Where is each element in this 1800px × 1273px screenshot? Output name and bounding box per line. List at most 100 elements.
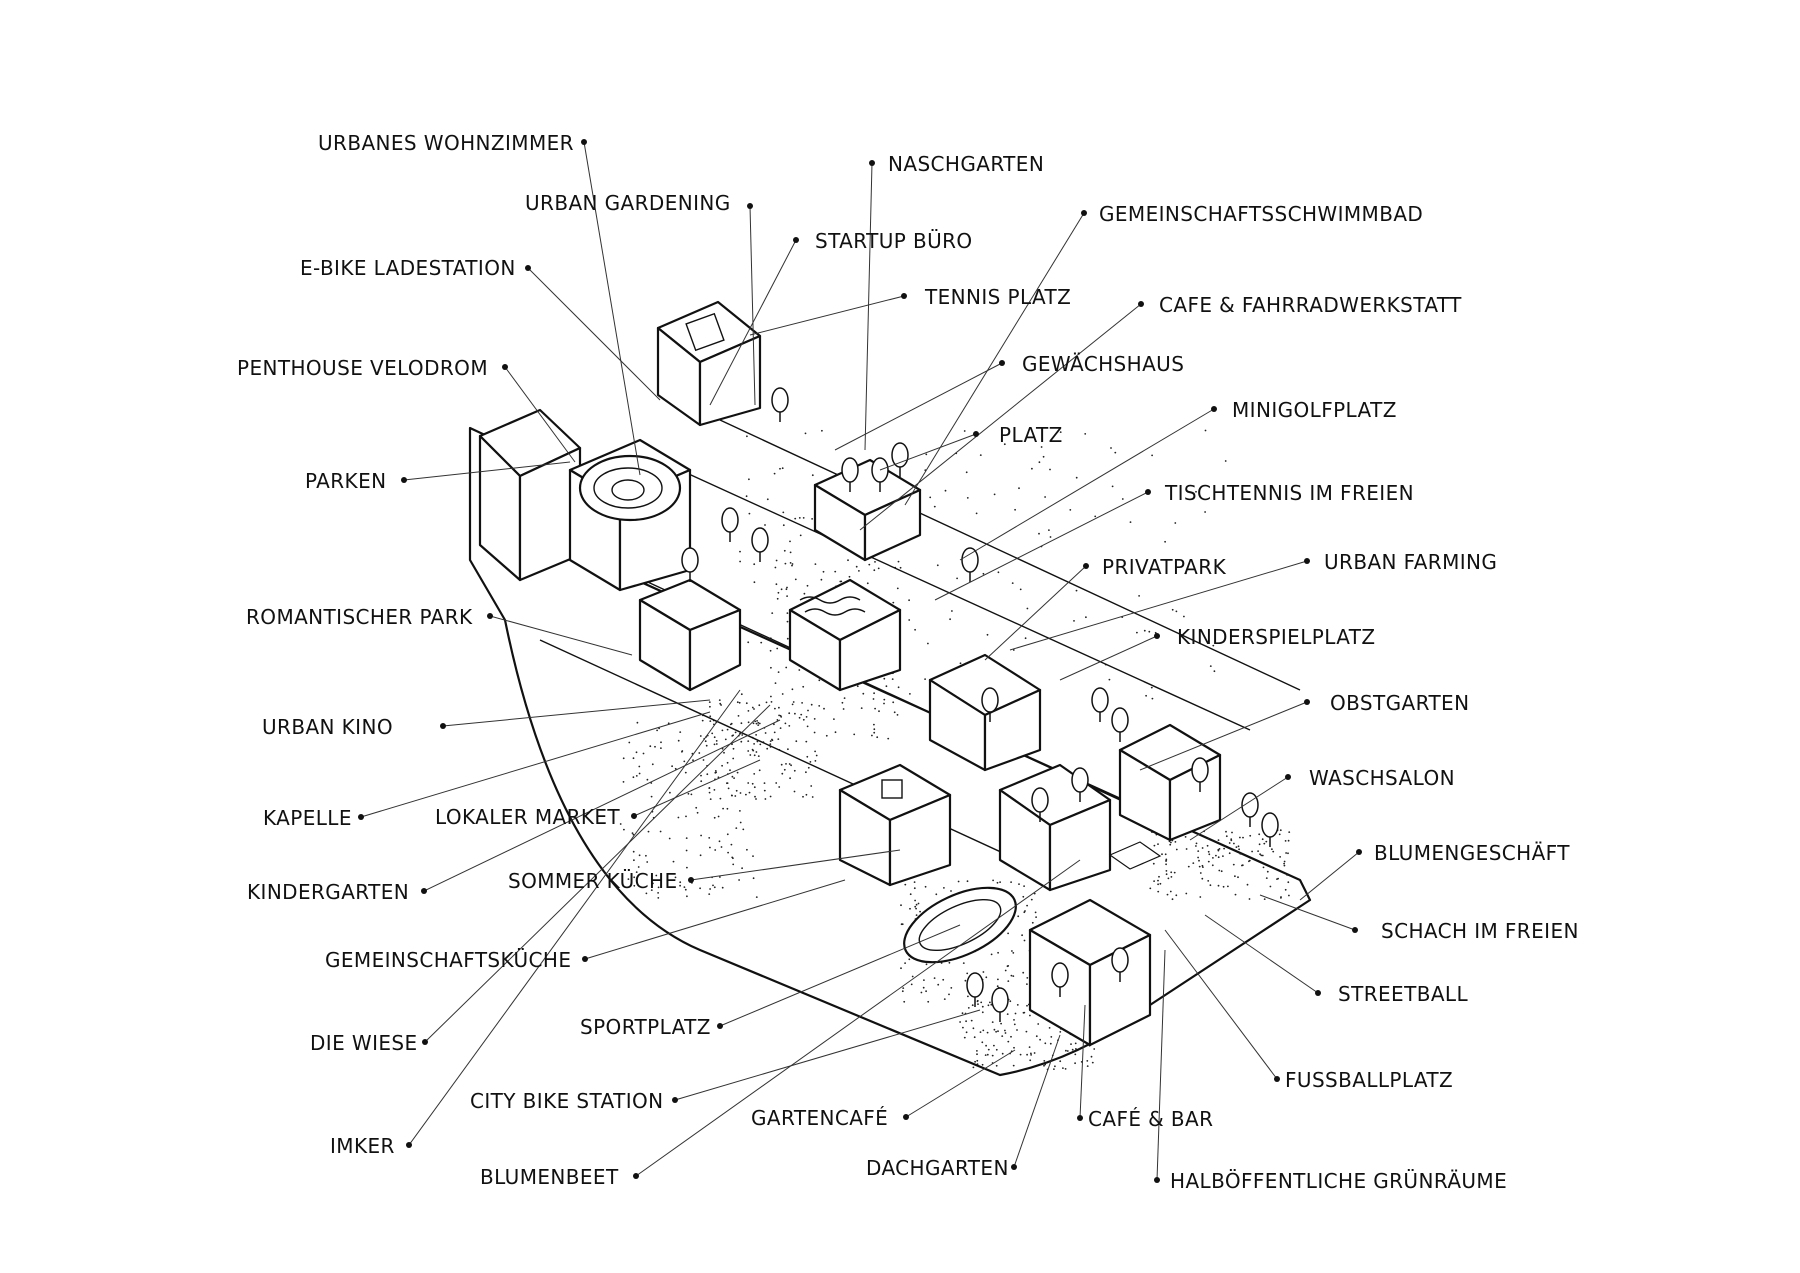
stipple-dot <box>718 840 721 843</box>
stipple-dot <box>1211 864 1214 867</box>
stipple-dot <box>1174 522 1177 524</box>
stipple-dot <box>892 601 895 604</box>
stipple-dot <box>749 754 752 756</box>
stipple-dot <box>1037 1023 1040 1025</box>
stipple-dot <box>1138 595 1140 597</box>
label-parken: PARKEN <box>305 469 407 493</box>
stipple-dot <box>963 430 966 432</box>
stipple-dot <box>942 978 945 981</box>
stipple-dot <box>805 740 808 743</box>
stipple-dot <box>841 701 844 704</box>
stipple-dot <box>757 755 760 757</box>
stipple-dot <box>729 723 732 726</box>
stipple-dot <box>1278 833 1281 836</box>
stipple-dot <box>965 1031 968 1034</box>
stipple-dot <box>784 562 787 565</box>
stipple-dot <box>1010 881 1012 883</box>
stipple-dot <box>1198 865 1201 868</box>
stipple-dot <box>751 748 754 751</box>
stipple-dot <box>897 560 900 563</box>
stipple-dot <box>1053 1068 1055 1070</box>
stipple-dot <box>976 1059 979 1062</box>
label-text: GEMEINSCHAFTSKÜCHE <box>325 948 571 972</box>
stipple-dot <box>1222 885 1225 888</box>
stipple-dot <box>734 795 737 797</box>
stipple-dot <box>794 517 797 520</box>
stipple-dot <box>1218 869 1221 872</box>
stipple-dot <box>1280 897 1282 899</box>
stipple-dot <box>987 1048 990 1051</box>
stipple-dot <box>997 978 999 981</box>
stipple-dot <box>977 1003 979 1005</box>
label-text: BLUMENBEET <box>480 1165 619 1189</box>
stipple-dot <box>1030 898 1033 901</box>
stipple-dot <box>1007 980 1010 982</box>
stipple-dot <box>924 885 927 888</box>
stipple-dot <box>1074 1062 1076 1065</box>
stipple-dot <box>753 773 756 775</box>
tree-icon <box>966 972 984 998</box>
stipple-dot <box>778 714 780 717</box>
label-kindergarten: KINDERGARTEN <box>247 880 427 904</box>
label-text: CITY BIKE STATION <box>470 1089 664 1113</box>
stipple-dot <box>709 846 711 849</box>
stipple-dot <box>671 765 673 768</box>
stipple-dot <box>700 780 703 783</box>
stipple-dot <box>668 837 671 840</box>
stipple-dot <box>813 718 816 720</box>
stipple-dot <box>785 666 788 669</box>
stipple-dot <box>807 709 809 712</box>
stipple-dot <box>1044 1063 1047 1066</box>
stipple-dot <box>1030 1054 1032 1056</box>
stipple-dot <box>996 881 999 884</box>
stipple-dot <box>1262 866 1265 869</box>
stipple-dot <box>1151 454 1153 457</box>
stipple-dot <box>786 586 788 589</box>
stipple-dot <box>754 795 756 798</box>
stipple-dot <box>964 979 967 982</box>
stipple-dot <box>732 734 734 737</box>
stipple-dot <box>1175 848 1178 851</box>
stipple-dot <box>794 712 796 715</box>
stipple-dot <box>970 1019 973 1022</box>
stipple-dot <box>993 1028 996 1031</box>
stipple-dot <box>760 641 763 644</box>
stipple-dot <box>780 716 783 718</box>
stipple-dot <box>738 879 740 881</box>
stipple-dot <box>647 830 650 833</box>
stipple-dot <box>901 990 904 993</box>
stipple-dot <box>883 702 885 705</box>
stipple-dot <box>1062 1067 1064 1069</box>
stipple-dot <box>747 710 750 712</box>
label-text: PARKEN <box>305 469 386 493</box>
stipple-dot <box>755 751 758 753</box>
stipple-dot <box>715 740 718 742</box>
stipple-dot <box>1150 686 1153 689</box>
stipple-dot <box>923 979 925 981</box>
stipple-dot <box>695 806 698 809</box>
stipple-dot <box>683 760 686 763</box>
stipple-dot <box>804 432 807 435</box>
stipple-dot <box>925 990 927 993</box>
stipple-dot <box>1157 883 1159 886</box>
stipple-dot <box>632 833 635 836</box>
stipple-dot <box>980 1001 983 1004</box>
stipple-dot <box>873 728 876 731</box>
stipple-dot <box>1237 845 1240 848</box>
stipple-dot <box>1195 490 1197 493</box>
stipple-dot <box>723 751 725 754</box>
label-text: URBAN FARMING <box>1324 550 1497 574</box>
stipple-dot <box>1158 875 1160 878</box>
stipple-dot <box>874 707 876 710</box>
stipple-dot <box>764 524 766 526</box>
label-privatpark: PRIVATPARK <box>1083 555 1226 579</box>
stipple-dot <box>801 702 803 704</box>
stipple-dot <box>711 732 714 735</box>
stipple-dot <box>1059 1031 1062 1033</box>
stipple-dot <box>997 1030 999 1033</box>
stipple-dot <box>1170 876 1173 878</box>
stipple-dot <box>1013 1019 1015 1021</box>
stipple-dot <box>708 701 711 703</box>
stipple-dot <box>794 578 797 581</box>
stipple-dot <box>758 769 761 772</box>
